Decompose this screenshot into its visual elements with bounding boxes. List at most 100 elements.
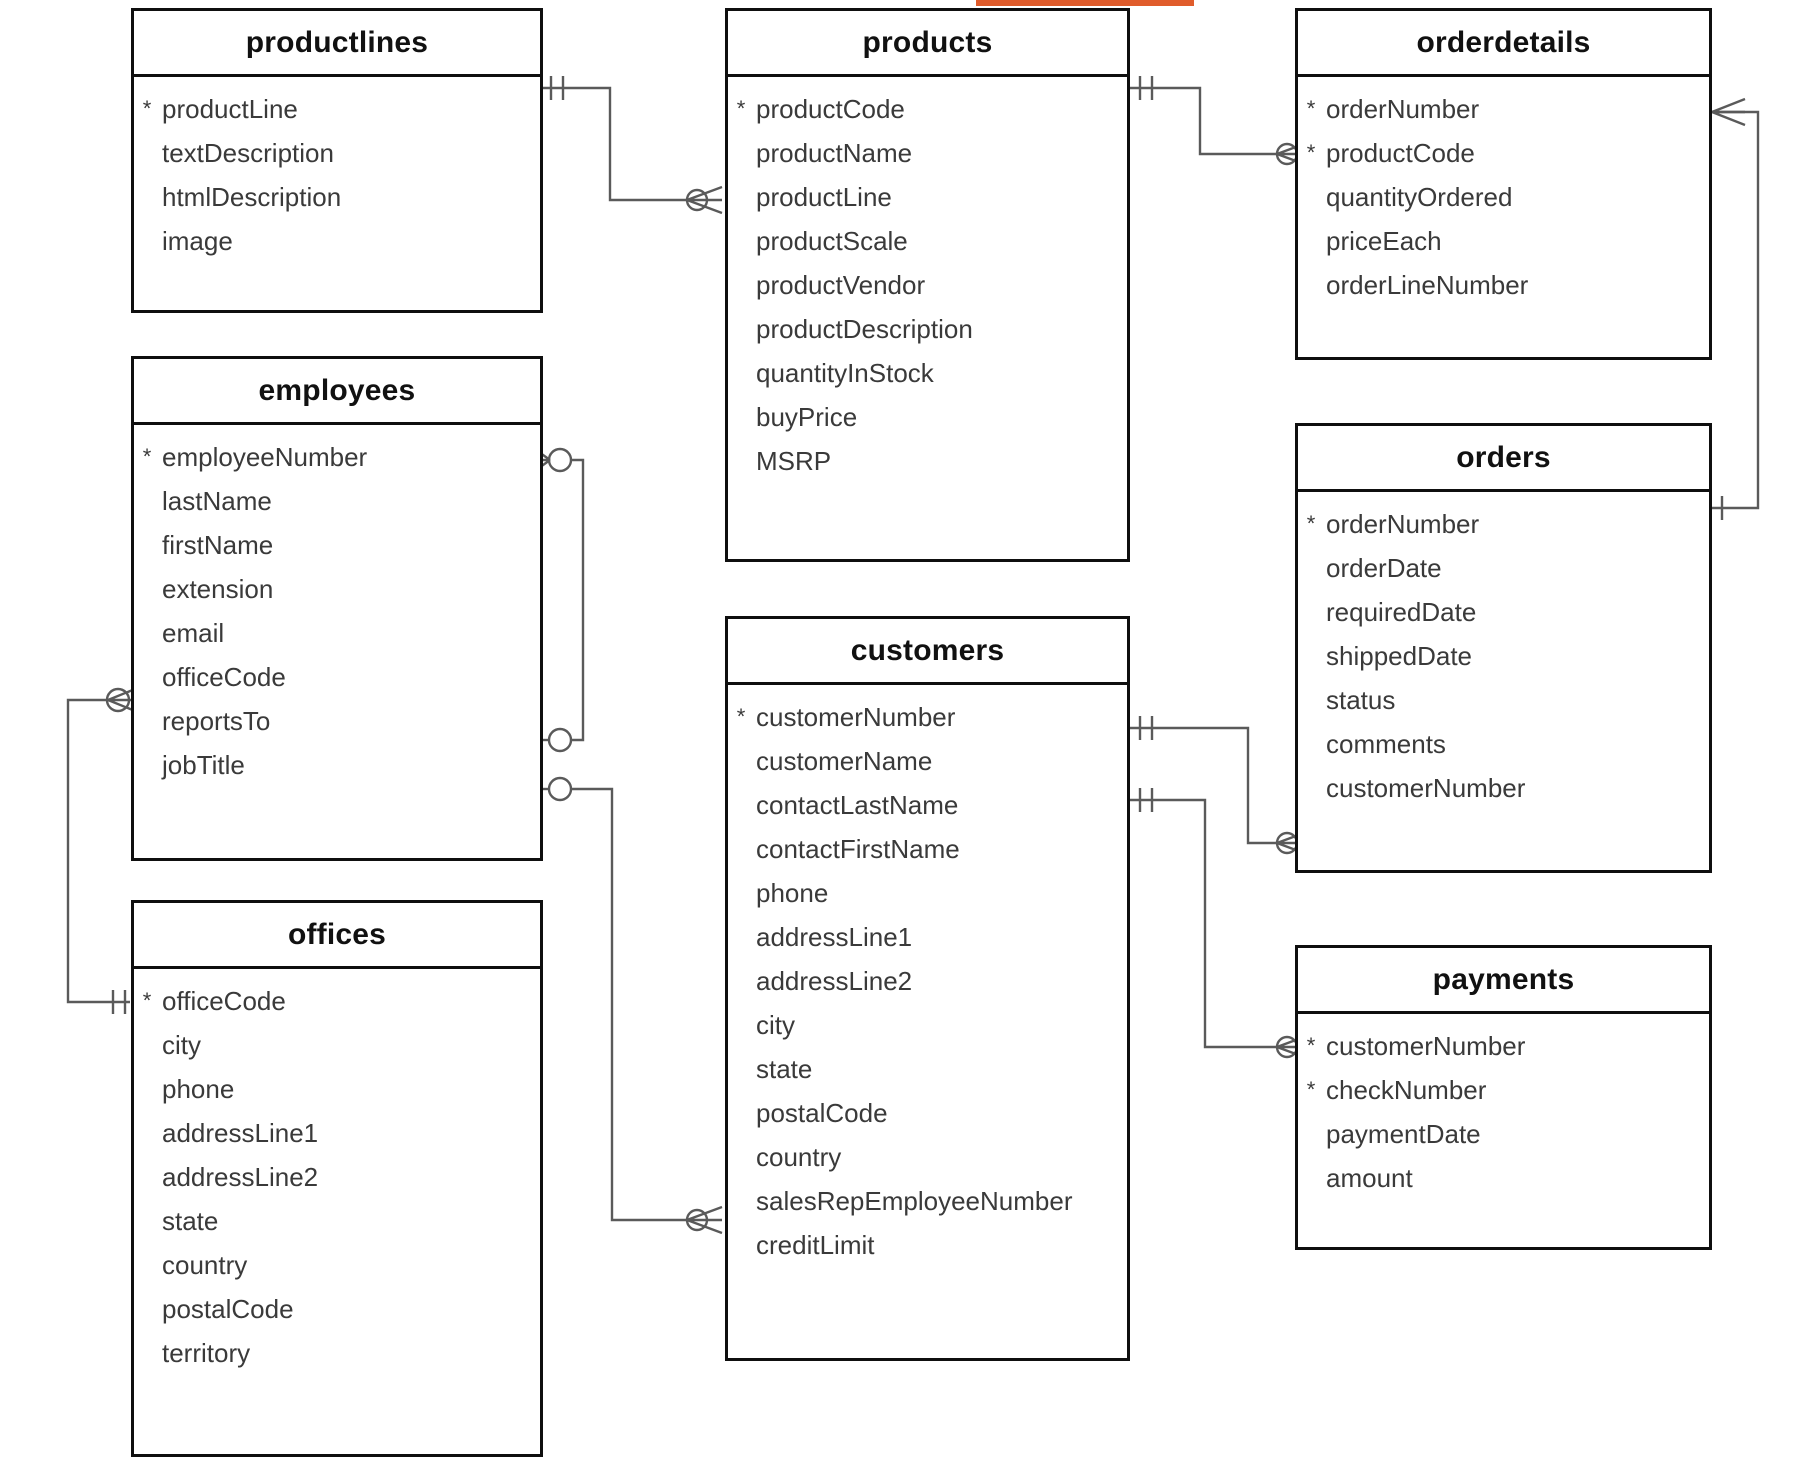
field-label: orderNumber	[1326, 509, 1480, 539]
pk-marker: *	[142, 96, 152, 121]
entity-title-orders: orders	[1298, 426, 1709, 492]
entity-fields-orderdetails: * orderNumber * productCode quantityOrde…	[1298, 77, 1709, 321]
entity-payments[interactable]: payments * customerNumber * checkNumber …	[1295, 945, 1712, 1250]
field-row: email	[134, 611, 540, 655]
field-label: addressLine2	[162, 1162, 319, 1192]
field-row: reportsTo	[134, 699, 540, 743]
pk-marker: *	[1306, 140, 1316, 165]
relationship-employees-customers	[538, 776, 723, 1235]
field-row: productScale	[728, 219, 1127, 263]
relationship-customers-payments	[1130, 788, 1313, 1062]
field-row: territory	[134, 1331, 540, 1375]
field-row: * officeCode	[134, 979, 540, 1023]
field-label: priceEach	[1326, 226, 1442, 256]
field-label: officeCode	[162, 986, 286, 1016]
entity-fields-payments: * customerNumber * checkNumber paymentDa…	[1298, 1014, 1709, 1214]
field-label: productCode	[1326, 138, 1475, 168]
entity-title-employees: employees	[134, 359, 540, 425]
field-label: email	[162, 618, 225, 648]
field-label: requiredDate	[1326, 597, 1477, 627]
field-label: firstName	[162, 530, 274, 560]
pk-marker: *	[736, 704, 746, 729]
field-row: phone	[134, 1067, 540, 1111]
field-row: * orderNumber	[1298, 87, 1709, 131]
field-row: orderLineNumber	[1298, 263, 1709, 307]
entity-offices[interactable]: offices * officeCode city phone addressL…	[131, 900, 543, 1457]
field-row: extension	[134, 567, 540, 611]
accent-bar	[976, 0, 1194, 6]
field-label: city	[756, 1010, 795, 1040]
field-row: productLine	[728, 175, 1127, 219]
entity-orderdetails[interactable]: orderdetails * orderNumber * productCode…	[1295, 8, 1712, 360]
field-row: requiredDate	[1298, 590, 1709, 634]
field-label: productCode	[756, 94, 905, 124]
pk-marker: *	[1306, 511, 1316, 536]
pk-marker: *	[736, 96, 746, 121]
field-label: extension	[162, 574, 274, 604]
field-label: MSRP	[756, 446, 832, 476]
field-label: employeeNumber	[162, 442, 368, 472]
field-label: city	[162, 1030, 201, 1060]
field-row: quantityOrdered	[1298, 175, 1709, 219]
field-label: amount	[1326, 1163, 1413, 1193]
entity-fields-products: * productCode productName productLine pr…	[728, 77, 1127, 497]
field-label: status	[1326, 685, 1396, 715]
pk-marker: *	[1306, 1033, 1316, 1058]
field-row: addressLine2	[728, 959, 1127, 1003]
relationship-orders-orderdetails	[1708, 97, 1760, 520]
field-label: checkNumber	[1326, 1075, 1487, 1105]
field-row: quantityInStock	[728, 351, 1127, 395]
entity-title-products: products	[728, 11, 1127, 77]
pk-marker: *	[142, 988, 152, 1013]
field-row: addressLine1	[728, 915, 1127, 959]
field-label: customerNumber	[756, 702, 956, 732]
field-label: lastName	[162, 486, 272, 516]
field-row: * customerNumber	[728, 695, 1127, 739]
field-row: salesRepEmployeeNumber	[728, 1179, 1127, 1223]
field-row: state	[728, 1047, 1127, 1091]
field-label: contactFirstName	[756, 834, 960, 864]
field-label: comments	[1326, 729, 1446, 759]
field-label: contactLastName	[756, 790, 959, 820]
field-label: addressLine1	[162, 1118, 319, 1148]
entity-products[interactable]: products * productCode productName produ…	[725, 8, 1130, 562]
field-row: firstName	[134, 523, 540, 567]
field-row: postalCode	[728, 1091, 1127, 1135]
field-row: * productCode	[1298, 131, 1709, 175]
pk-marker: *	[142, 444, 152, 469]
field-label: reportsTo	[162, 706, 271, 736]
field-row: contactFirstName	[728, 827, 1127, 871]
field-label: creditLimit	[756, 1230, 875, 1260]
field-row: creditLimit	[728, 1223, 1127, 1267]
pk-marker: *	[1306, 1077, 1316, 1102]
entity-employees[interactable]: employees * employeeNumber lastName firs…	[131, 356, 543, 861]
field-row: textDescription	[134, 131, 540, 175]
entity-fields-productlines: * productLine textDescription htmlDescri…	[134, 77, 540, 277]
field-label: country	[162, 1250, 248, 1280]
entity-orders[interactable]: orders * orderNumber orderDate requiredD…	[1295, 423, 1712, 873]
field-row: MSRP	[728, 439, 1127, 483]
field-label: productName	[756, 138, 913, 168]
entity-customers[interactable]: customers * customerNumber customerName …	[725, 616, 1130, 1361]
field-label: quantityInStock	[756, 358, 934, 388]
field-label: phone	[162, 1074, 235, 1104]
field-row: orderDate	[1298, 546, 1709, 590]
field-label: officeCode	[162, 662, 286, 692]
field-row: * productCode	[728, 87, 1127, 131]
field-label: productDescription	[756, 314, 973, 344]
entity-title-orderdetails: orderdetails	[1298, 11, 1709, 77]
field-row: postalCode	[134, 1287, 540, 1331]
field-row: image	[134, 219, 540, 263]
field-row: lastName	[134, 479, 540, 523]
field-label: shippedDate	[1326, 641, 1472, 671]
entity-title-payments: payments	[1298, 948, 1709, 1014]
field-label: customerNumber	[1326, 1031, 1526, 1061]
field-row: city	[728, 1003, 1127, 1047]
field-row: htmlDescription	[134, 175, 540, 219]
entity-productlines[interactable]: productlines * productLine textDescripti…	[131, 8, 543, 313]
field-label: state	[756, 1054, 813, 1084]
field-row: city	[134, 1023, 540, 1067]
field-row: * checkNumber	[1298, 1068, 1709, 1112]
field-row: * employeeNumber	[134, 435, 540, 479]
